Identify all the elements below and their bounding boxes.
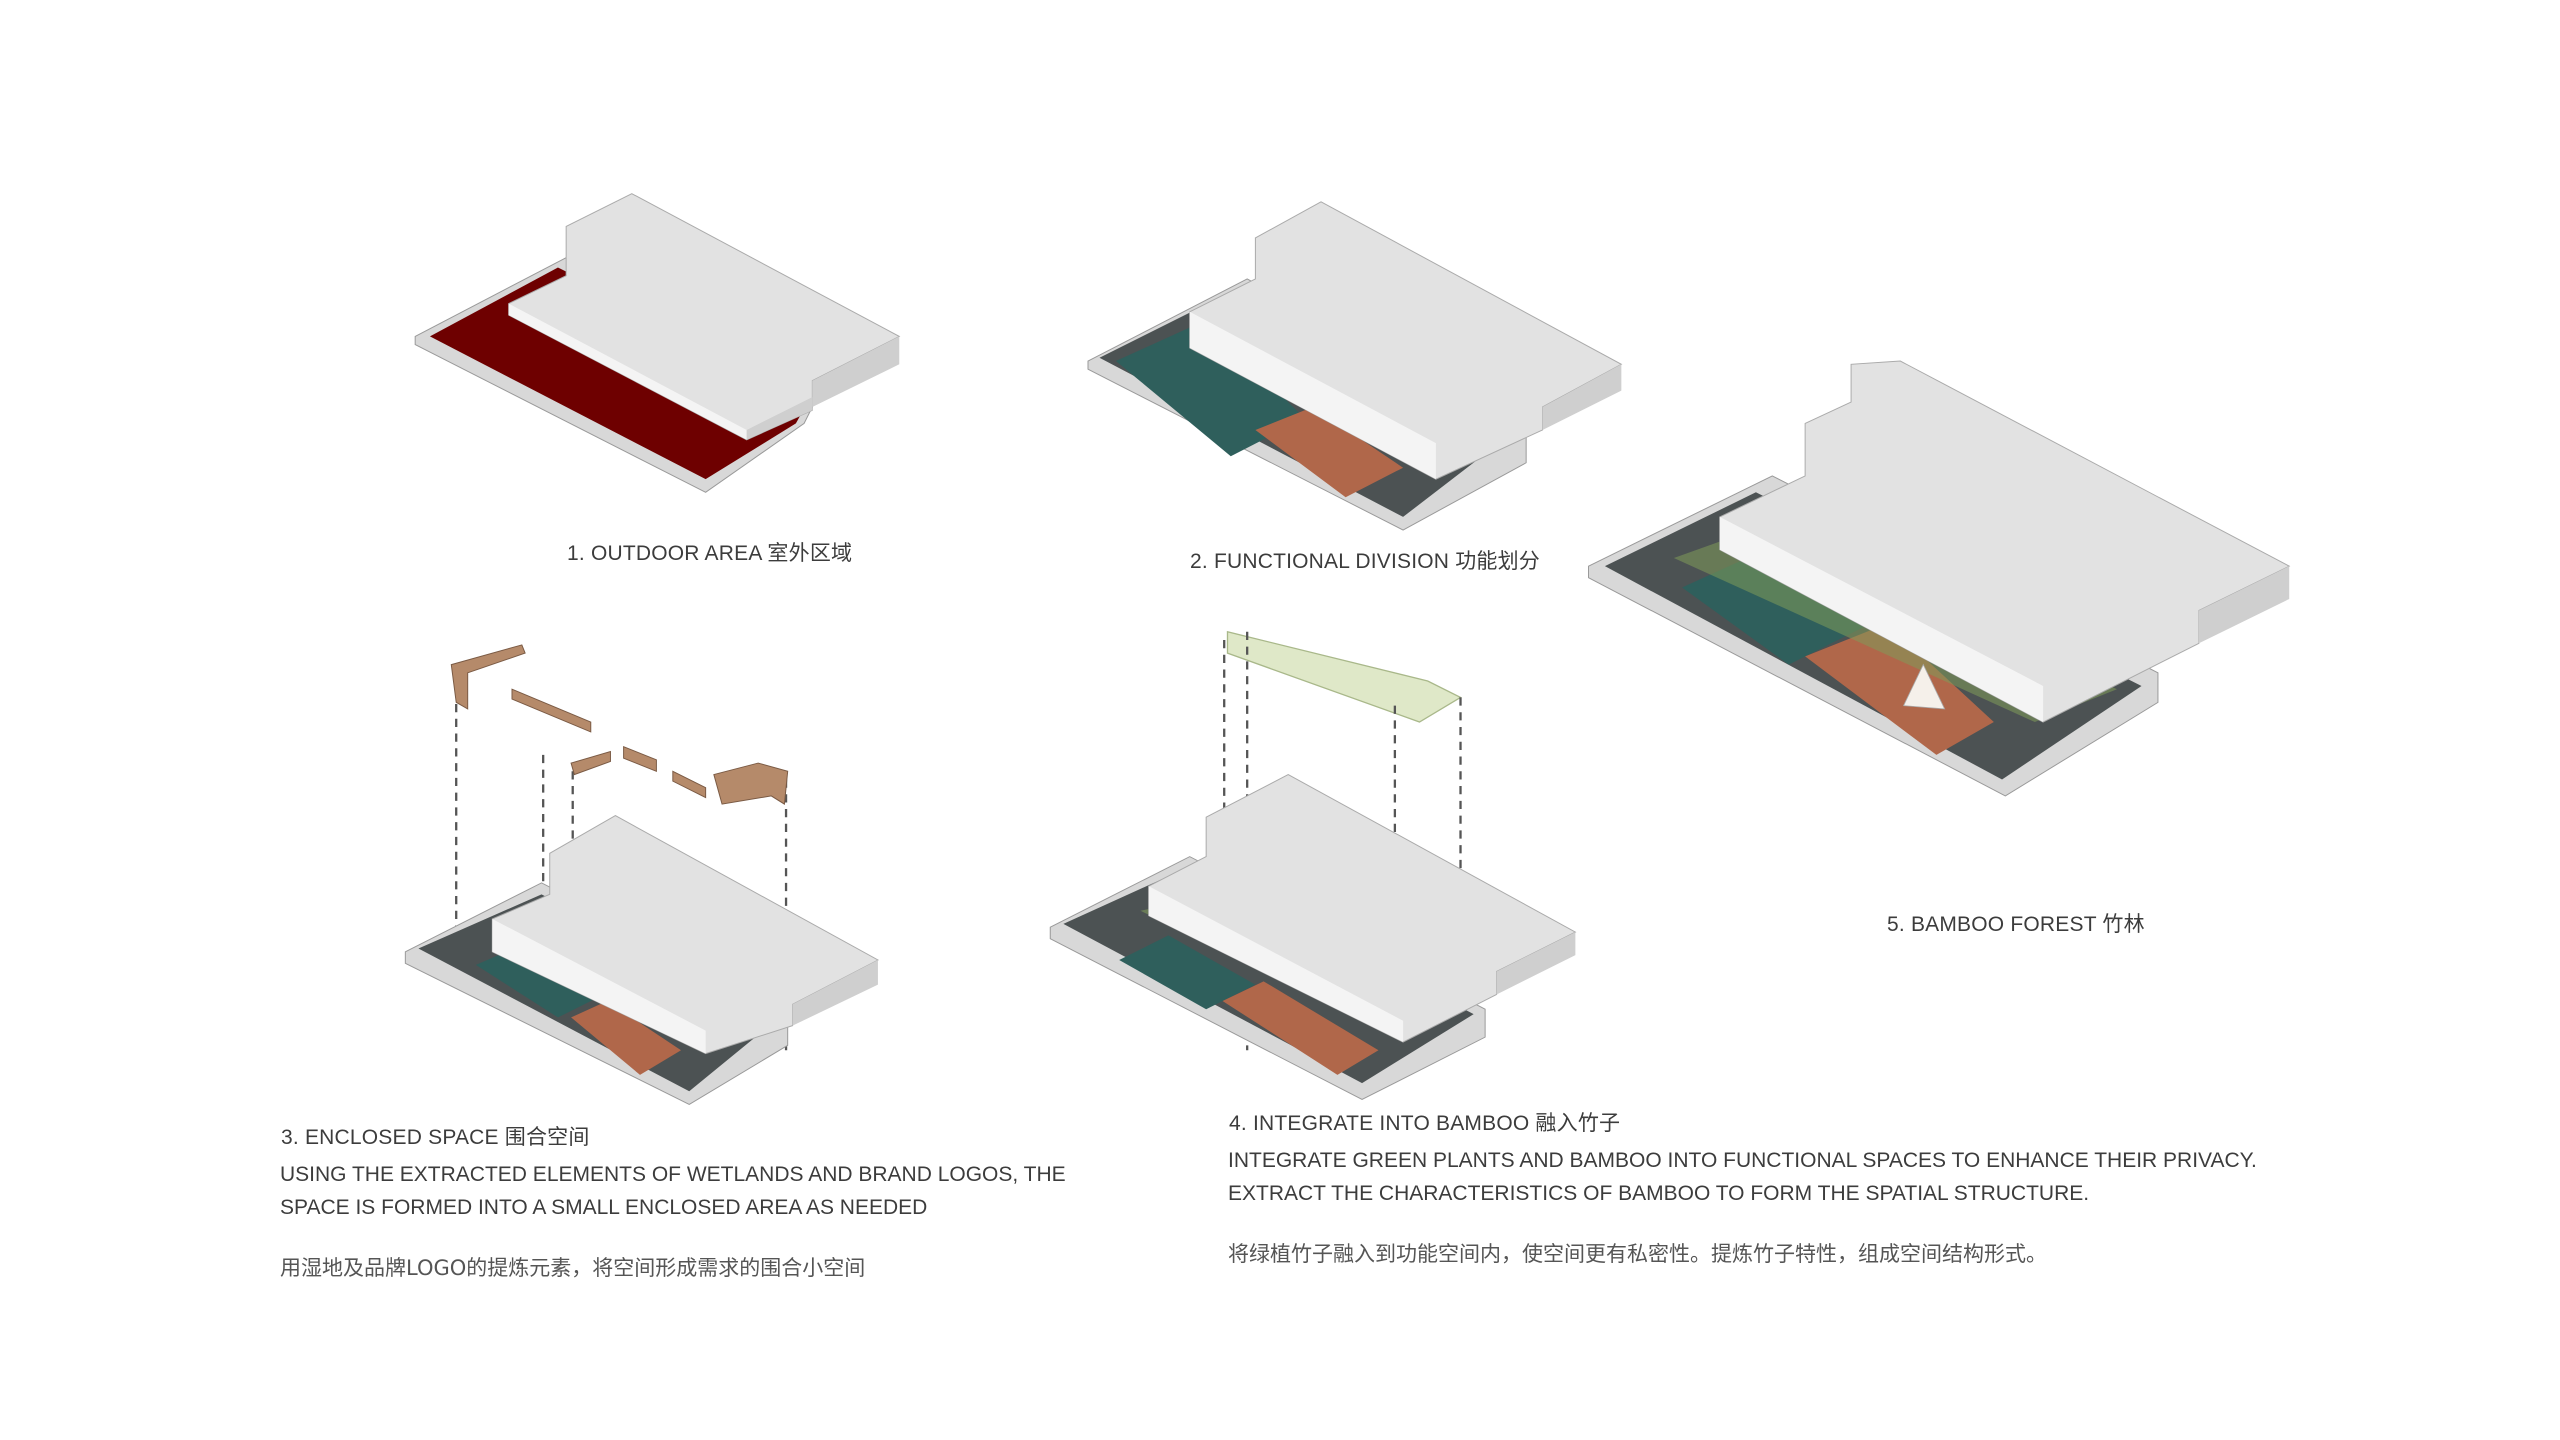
step-3-label: 3. ENCLOSED SPACE 围合空间 [281, 1126, 590, 1149]
step-4-desc-line: INTEGRATE GREEN PLANTS AND BAMBOO INTO F… [1228, 1149, 2257, 1172]
step-2-label: 2. FUNCTIONAL DIVISION 功能划分 [1190, 550, 1540, 573]
step-5-label: 5. BAMBOO FOREST 竹林 [1887, 913, 2145, 936]
step-1-label: 1. OUTDOOR AREA 室外区域 [567, 542, 853, 565]
diagram-bamboo-forest [1588, 360, 2291, 797]
diagram-enclosed-space [404, 644, 879, 1105]
diagram-functional-division [1087, 201, 1623, 531]
step-4-description-cn: 将绿植竹子融入到功能空间内，使空间更有私密性。提炼竹子特性，组成空间结构形式。 [1228, 1242, 2047, 1266]
step-4-description: INTEGRATE GREEN PLANTS AND BAMBOO INTO F… [1228, 1144, 2257, 1210]
step-4-desc-line: EXTRACT THE CHARACTERISTICS OF BAMBOO TO… [1228, 1182, 2090, 1205]
step-3-desc-line: USING THE EXTRACTED ELEMENTS OF WETLANDS… [280, 1163, 1066, 1186]
step-3-description-cn: 用湿地及品牌LOGO的提炼元素，将空间形成需求的围合小空间 [280, 1256, 866, 1280]
diagram-integrate-bamboo [1049, 630, 1577, 1101]
step-3-desc-line: SPACE IS FORMED INTO A SMALL ENCLOSED AR… [280, 1196, 928, 1219]
step-3-description: USING THE EXTRACTED ELEMENTS OF WETLANDS… [280, 1158, 1066, 1224]
step-4-label: 4. INTEGRATE INTO BAMBOO 融入竹子 [1229, 1112, 1621, 1135]
diagram-outdoor-area [414, 193, 901, 493]
